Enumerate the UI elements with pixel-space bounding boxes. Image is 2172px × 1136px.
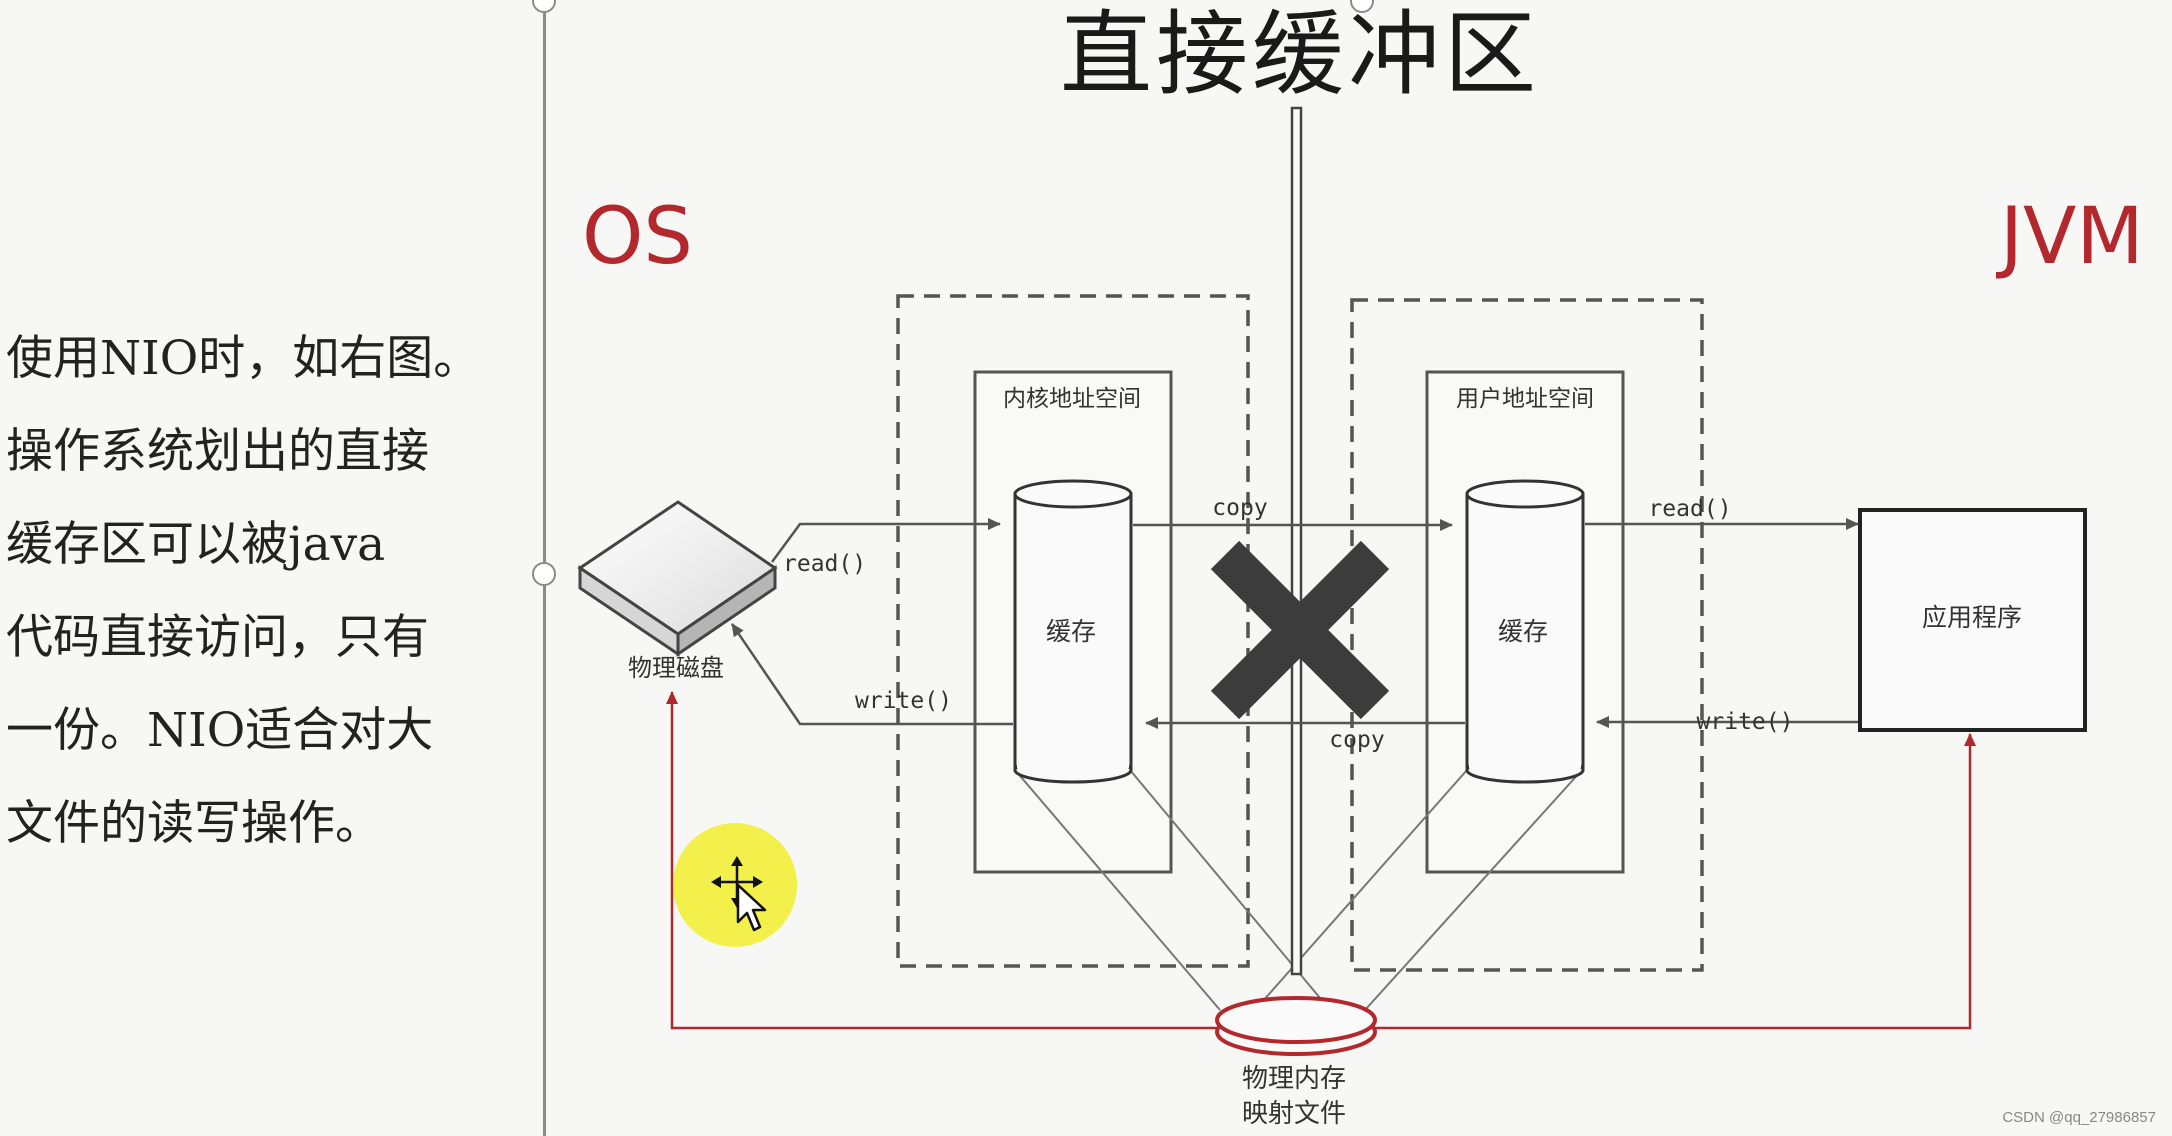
mapping-lines [1014, 769, 1583, 1011]
write-label-app: write() [1697, 709, 1794, 735]
user-buffer-label: 缓存 [1498, 617, 1548, 646]
description-line: 代码直接访问，只有 [6, 610, 429, 665]
mapped-file-icon [1215, 996, 1377, 1056]
description-line: 使用NIO时，如右图。 [6, 331, 481, 386]
read-label-disk: read() [783, 551, 866, 577]
application-label: 应用程序 [1922, 603, 2022, 632]
os-region-box [896, 294, 1250, 968]
user-space-label: 用户地址空间 [1456, 386, 1594, 412]
write-arrow-disk [730, 623, 1013, 726]
read-label-app: read() [1648, 496, 1731, 522]
write-label-disk: write() [855, 688, 952, 714]
mapped-file-label-line2: 映射文件 [1242, 1099, 1346, 1129]
kernel-buffer-label: 缓存 [1046, 617, 1096, 646]
move-cursor-icon [711, 856, 767, 932]
description-line: 文件的读写操作。 [6, 796, 382, 851]
kernel-buffer-cylinder [1013, 479, 1133, 784]
kernel-user-boundary [1290, 106, 1303, 976]
application-box [1858, 508, 2087, 732]
mapped-file-to-disk-arrow [666, 691, 1218, 1030]
cursor-highlight [673, 823, 797, 947]
copy-label-top: copy [1212, 495, 1267, 521]
description-line: 缓存区可以被java [6, 517, 386, 572]
resize-handle-left[interactable] [532, 562, 556, 586]
description-line: 操作系统划出的直接 [6, 424, 429, 479]
cross-mark-icon [1210, 540, 1390, 720]
os-label: OS [582, 192, 693, 282]
slide-title: 直接缓冲区 [1059, 1, 1540, 108]
user-buffer-cylinder [1465, 479, 1585, 784]
jvm-label: JVM [2000, 192, 2144, 282]
description-text: 使用NIO时，如右图。 操作系统划出的直接 缓存区可以被java 代码直接访问，… [6, 312, 536, 870]
jvm-region-box [1350, 298, 1704, 972]
read-arrow-disk [770, 518, 1001, 563]
description-line: 一份。NIO适合对大 [6, 703, 434, 758]
copy-label-bottom: copy [1329, 727, 1384, 753]
mapped-file-to-app-arrow [1375, 733, 1976, 1030]
mapped-file-label-line1: 物理内存 [1242, 1064, 1346, 1094]
user-space-box [1425, 370, 1625, 874]
disk-label: 物理磁盘 [628, 654, 724, 682]
kernel-space-label: 内核地址空间 [1003, 386, 1141, 412]
disk-icon [577, 500, 778, 657]
watermark: CSDN @qq_27986857 [2002, 1109, 2156, 1126]
